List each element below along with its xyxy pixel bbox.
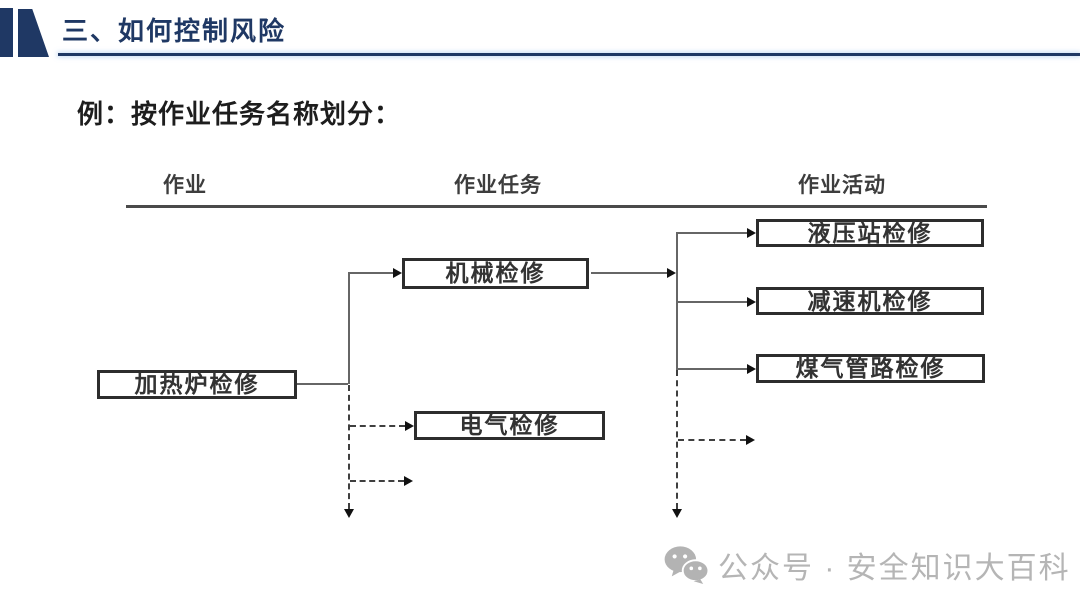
column-header-activity: 作业活动: [798, 174, 886, 197]
diagram-header-rule: [126, 205, 987, 208]
header-accent-trapezoid: [18, 9, 49, 57]
watermark: 公众号 · 安全知识大百科: [664, 543, 1071, 587]
connector-activity-placeholder-dashed: [678, 439, 746, 441]
connector-activity-branch-vertical: [676, 232, 678, 370]
wechat-icon: [664, 546, 710, 585]
connector-job-stub: [297, 383, 348, 385]
connector-task-branch-dashed-vertical: [348, 385, 350, 509]
arrowhead-to-hydraulic: [747, 228, 756, 238]
connector-to-hydraulic: [678, 232, 747, 234]
arrowhead-to-mechanical: [393, 268, 402, 278]
header-rule: [58, 53, 1080, 56]
node-reducer-maintenance: 减速机检修: [756, 287, 984, 315]
connector-activity-branch-dashed-vertical: [676, 370, 678, 509]
node-hydraulic-station-maintenance: 液压站检修: [756, 219, 984, 247]
page-title: 三、如何控制风险: [62, 16, 287, 46]
node-mechanical-maintenance: 机械检修: [402, 258, 589, 289]
watermark-text: 公众号 · 安全知识大百科: [718, 552, 1071, 585]
arrowhead-mechanical-out: [667, 268, 676, 278]
slide-subtitle: 例：按作业任务名称划分：: [77, 99, 402, 129]
arrowhead-task-placeholder: [404, 476, 413, 486]
node-gas-pipeline-maintenance: 煤气管路检修: [756, 354, 985, 383]
connector-task-placeholder-dashed: [350, 480, 404, 482]
connector-to-reducer: [678, 301, 747, 303]
column-header-job: 作业: [163, 174, 207, 197]
arrowhead-to-gas: [747, 364, 756, 374]
arrowhead-task-branch-down: [344, 509, 354, 518]
header-accent-bar: [0, 8, 13, 57]
arrowhead-to-reducer: [747, 297, 756, 307]
connector-to-gas: [678, 368, 747, 370]
node-heating-furnace-maintenance: 加热炉检修: [97, 370, 297, 399]
connector-mechanical-out: [591, 272, 668, 274]
column-header-task: 作业任务: [454, 174, 542, 197]
node-electrical-maintenance: 电气检修: [414, 411, 605, 440]
arrowhead-to-electrical: [405, 421, 414, 431]
arrowhead-activity-placeholder: [746, 435, 755, 445]
connector-task-branch-vertical: [348, 272, 350, 384]
connector-to-mechanical: [350, 272, 394, 274]
arrowhead-activity-branch-down: [672, 509, 682, 518]
connector-to-electrical-dashed: [350, 425, 405, 427]
